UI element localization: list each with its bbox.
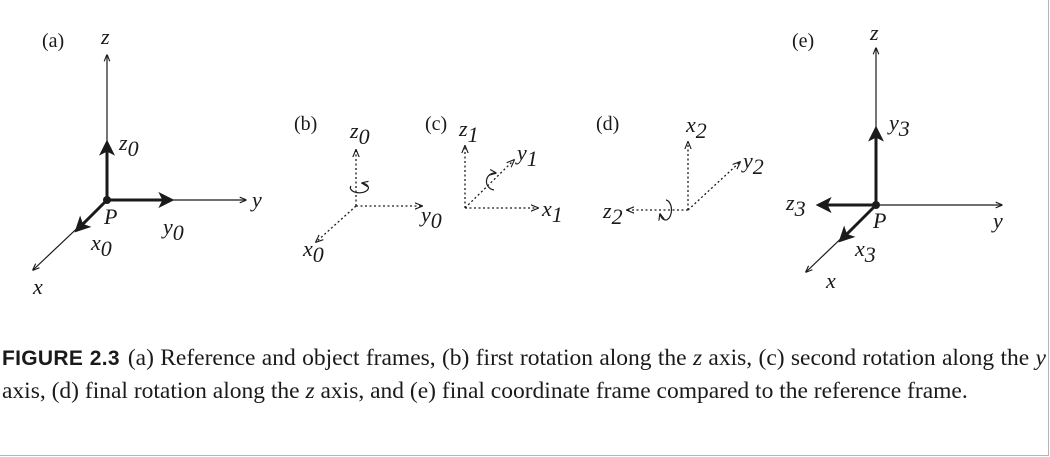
panel-e-x3-label: x3 xyxy=(854,236,876,267)
caption-axis-3: z xyxy=(305,378,315,404)
panel-e-x3-arrow xyxy=(838,203,878,243)
caption-axis-1: z xyxy=(692,345,703,371)
panel-a: (a) z y x z0 y0 x0 P xyxy=(32,24,262,299)
panel-b-z0-label: z0 xyxy=(349,118,370,149)
caption-text-4: axis, and (e) final coordinate frame com… xyxy=(314,378,968,404)
caption-text-3: axis, (d) final rotation along the xyxy=(2,378,306,404)
panel-e-x-label: x xyxy=(825,268,836,293)
panel-e-z-label: z xyxy=(869,20,879,45)
panel-c-x1-label: x1 xyxy=(541,196,563,227)
panel-d-z2-label: z2 xyxy=(602,198,623,229)
panel-c-label: (c) xyxy=(425,113,447,135)
panel-b-x0-axis xyxy=(316,205,357,242)
panel-e-origin-point xyxy=(872,201,880,209)
panel-d: (d) x2 y2 z2 xyxy=(596,112,764,229)
panel-d-y2-axis xyxy=(687,162,740,211)
panel-e: (e) z y x y3 z3 x3 P xyxy=(785,20,1003,293)
panel-e-y-label: y xyxy=(991,208,1003,233)
panel-b-y0-label: y0 xyxy=(419,202,442,233)
panel-a-origin-point xyxy=(103,196,111,204)
panel-a-y0-label: y0 xyxy=(161,214,184,245)
panel-b: (b) z0 y0 x0 xyxy=(294,113,442,267)
panel-d-label: (d) xyxy=(596,113,619,135)
panel-e-z3-label: z3 xyxy=(785,190,806,221)
panel-a-x0-label: x0 xyxy=(90,230,112,261)
panel-c-y1-axis xyxy=(464,160,514,209)
panel-b-x0-label: x0 xyxy=(302,236,324,267)
panel-c-y1-label: y1 xyxy=(515,140,538,171)
panel-d-rotation-arrow-icon xyxy=(660,199,673,220)
panel-c-rotation-arrow-icon xyxy=(485,173,496,191)
panel-b-rotation-arrow-icon xyxy=(349,183,369,194)
panel-a-point-label: P xyxy=(103,204,117,229)
panel-d-y2-label: y2 xyxy=(741,148,764,179)
panel-b-label: (b) xyxy=(294,113,317,135)
caption-axis-2: y xyxy=(1035,345,1046,371)
panel-a-z-label: z xyxy=(100,24,110,49)
panel-c-z1-label: z1 xyxy=(458,116,479,147)
panel-e-point-label: P xyxy=(872,208,886,233)
panel-e-label: (e) xyxy=(792,30,814,52)
panel-a-x0-arrow xyxy=(74,198,109,233)
panel-a-label: (a) xyxy=(42,30,64,52)
caption-text-1: (a) Reference and object frames, (b) fir… xyxy=(127,345,693,371)
panel-a-x-label: x xyxy=(32,274,43,299)
panel-c: (c) z1 y1 x1 xyxy=(425,113,563,227)
panel-e-y3-label: y3 xyxy=(887,110,910,141)
figure-label: FIGURE 2.3 xyxy=(2,347,120,370)
figure-caption: FIGURE 2.3 (a) Reference and object frame… xyxy=(2,342,1046,408)
panel-a-z0-label: z0 xyxy=(118,130,139,161)
panel-d-x2-label: x2 xyxy=(685,112,707,143)
rotation-figure: (a) z y x z0 y0 x0 P (b) z0 y0 x0 (c) xyxy=(0,20,1003,299)
caption-text-2: axis, (c) second rotation along the xyxy=(702,345,1036,371)
panel-a-y-label: y xyxy=(250,187,262,212)
